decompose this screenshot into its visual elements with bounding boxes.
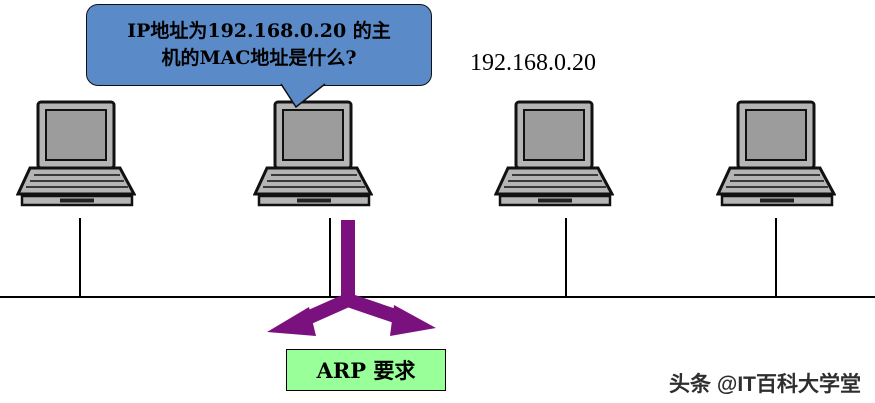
laptop-icon [715, 100, 837, 207]
speech-bubble-text-line2: 机的MAC地址是什么? [161, 47, 357, 69]
drop-line-1 [79, 218, 81, 298]
drop-line-4 [775, 218, 777, 298]
watermark-text: 头条 @IT百科大学堂 [669, 373, 861, 396]
arp-request-box: ARP 要求 [286, 349, 446, 391]
speech-bubble-tail [280, 83, 326, 108]
computer-3-target-host [493, 100, 615, 215]
computer-2-asking-host [252, 100, 374, 215]
laptop-icon [15, 100, 137, 207]
arp-broadcast-arrow-icon [267, 220, 436, 336]
computer-1 [15, 100, 137, 215]
drop-line-3 [565, 218, 567, 298]
laptop-icon [252, 100, 374, 207]
speech-bubble: IP地址为192.168.0.20 的主 机的MAC地址是什么? [86, 4, 432, 86]
network-bus-line [0, 296, 875, 298]
computer-4 [715, 100, 837, 215]
laptop-icon [493, 100, 615, 207]
speech-bubble-text-line1: IP地址为192.168.0.20 的主 [127, 20, 391, 42]
target-ip-label: 192.168.0.20 [470, 50, 596, 76]
drop-line-2 [329, 218, 331, 298]
arp-request-label: ARP 要求 [316, 358, 416, 383]
